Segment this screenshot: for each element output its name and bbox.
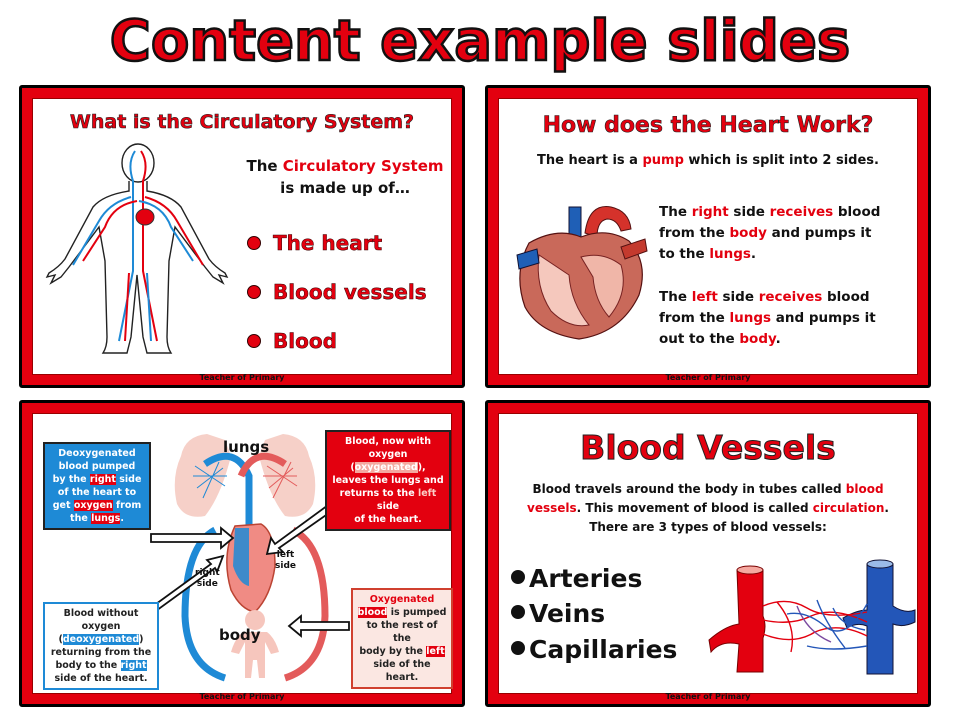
slide-title: What is the Circulatory System? — [69, 111, 415, 134]
slide-circulatory-system[interactable]: What is the Circulatory System? The Circ… — [19, 85, 465, 388]
slide4-description: Blood travels around the body in tubes c… — [527, 482, 889, 534]
blood-vessels-illustration — [708, 559, 916, 675]
slide-blood-vessels[interactable]: Blood Vessels Blood travels around the b… — [485, 400, 931, 707]
page-title: Content example slides — [109, 8, 852, 76]
slide-body: How does the Heart Work? The heart is a … — [499, 99, 917, 382]
label-lungs: lungs — [223, 438, 270, 456]
slide-footer: Teacher of Primary — [199, 692, 285, 701]
slide-footer: Teacher of Primary — [665, 692, 751, 701]
slide-footer: Teacher of Primary — [199, 373, 285, 382]
bullet-blood-vessels: Blood vessels — [247, 280, 427, 304]
slide-title: Blood Vessels — [580, 428, 837, 468]
slide-body: What is the Circulatory System? The Circ… — [33, 99, 451, 382]
callout-deoxygenated-from-body: Blood without oxygen (deoxygenated) retu… — [43, 602, 159, 690]
slide-heart-work[interactable]: How does the Heart Work? The heart is a … — [485, 85, 931, 388]
bullet-blood: Blood — [247, 329, 337, 353]
bullet-heart: The heart — [247, 231, 382, 255]
circulation-diagram — [143, 434, 350, 682]
bullet-arteries: Arteries — [511, 564, 642, 593]
bullet-capillaries: Capillaries — [511, 635, 677, 664]
label-body: body — [219, 626, 261, 644]
callout-oxygenated-to-body: Oxygenated blood is pumped to the rest o… — [351, 588, 453, 689]
heart-illustration — [516, 206, 648, 340]
callout-deoxygenated-to-lungs: Deoxygenated blood pumped by the right s… — [43, 442, 151, 530]
slide-body: Blood Vessels Blood travels around the b… — [499, 414, 917, 701]
slide-title: How does the Heart Work? — [542, 113, 874, 139]
bullet-veins: Veins — [511, 599, 605, 628]
callout-oxygenated-to-heart: Blood, now with oxygen (oxygenated), lea… — [325, 430, 451, 531]
slide2-intro: The heart is a pump which is split into … — [536, 153, 879, 168]
slide2-right-side-text: The right side receives blood from the b… — [659, 204, 881, 262]
slide1-intro: The Circulatory System is made up of… — [246, 157, 444, 197]
human-body-illustration — [45, 143, 229, 354]
slide2-left-side-text: The left side receives blood from the lu… — [659, 289, 876, 347]
slide-footer: Teacher of Primary — [665, 373, 751, 382]
